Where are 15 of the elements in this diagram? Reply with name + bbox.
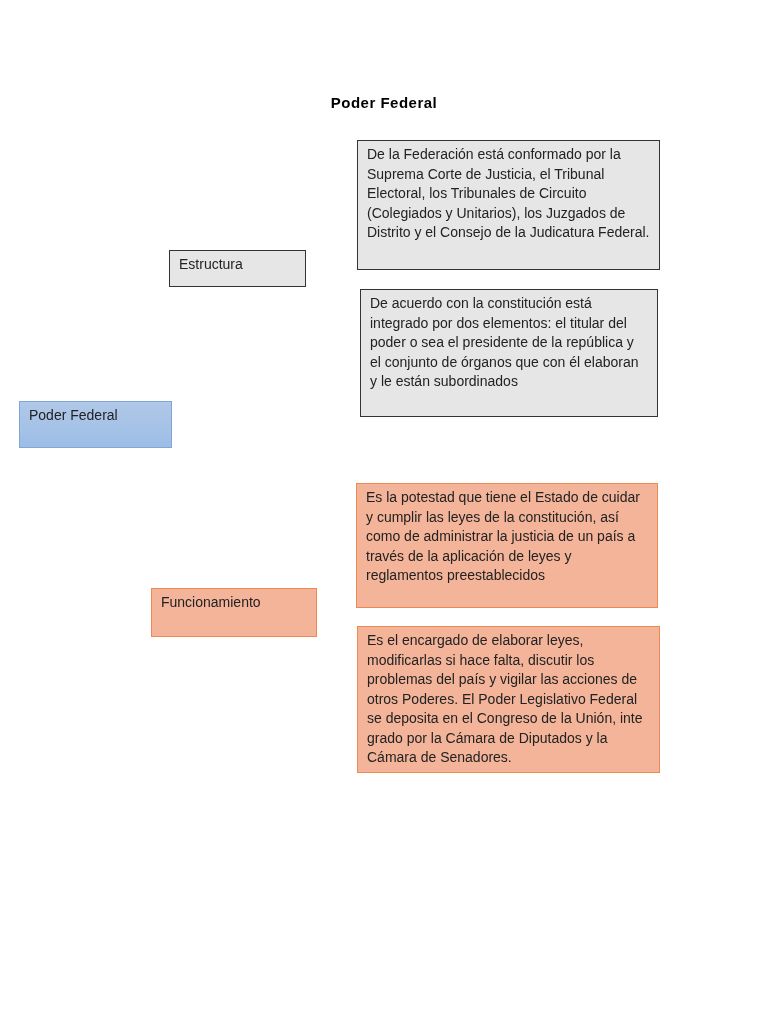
box-text: Poder Federal	[29, 406, 119, 425]
text-box	[357, 140, 660, 270]
box-text: Es el encargado de elaborar leyes, modificarlas si hace falta, discutir los problemas del país y vigilar las acciones de otros Poderes. El Poder Legislativo Federal se deposita en el Congreso de la Unión, inte grado por la Cámara de Diputados y la Cámara de Senadores.	[367, 631, 644, 767]
text-box	[169, 250, 306, 287]
diagram-title: Poder Federal	[329, 94, 439, 111]
text-box	[19, 401, 172, 448]
box-text: De la Federación está conformado por la Suprema Corte de Justicia, el Tribunal Electoral, los Tribunales de Circuito (Colegiados y Unitarios), los Juzgados de Distrito y el Consejo de la Judicatura Federal.	[367, 145, 650, 242]
text-box	[360, 289, 658, 417]
text-box	[357, 626, 660, 773]
box-text: De acuerdo con la constitución está integrado por dos elementos: el titular del poder o sea el presidente de la república y el conjunto de órganos que con él elaboran y le están subordinados	[370, 294, 640, 391]
text-box	[151, 588, 317, 637]
box-text: Estructura	[179, 255, 244, 274]
box-text: Es la potestad que tiene el Estado de cuidar y cumplir las leyes de la constitución, así como de administrar la justicia de un país a través de la aplicación de leyes y reglamentos preestablecidos	[366, 488, 641, 585]
box-text: Funcionamiento	[161, 593, 262, 612]
text-box	[356, 483, 658, 608]
